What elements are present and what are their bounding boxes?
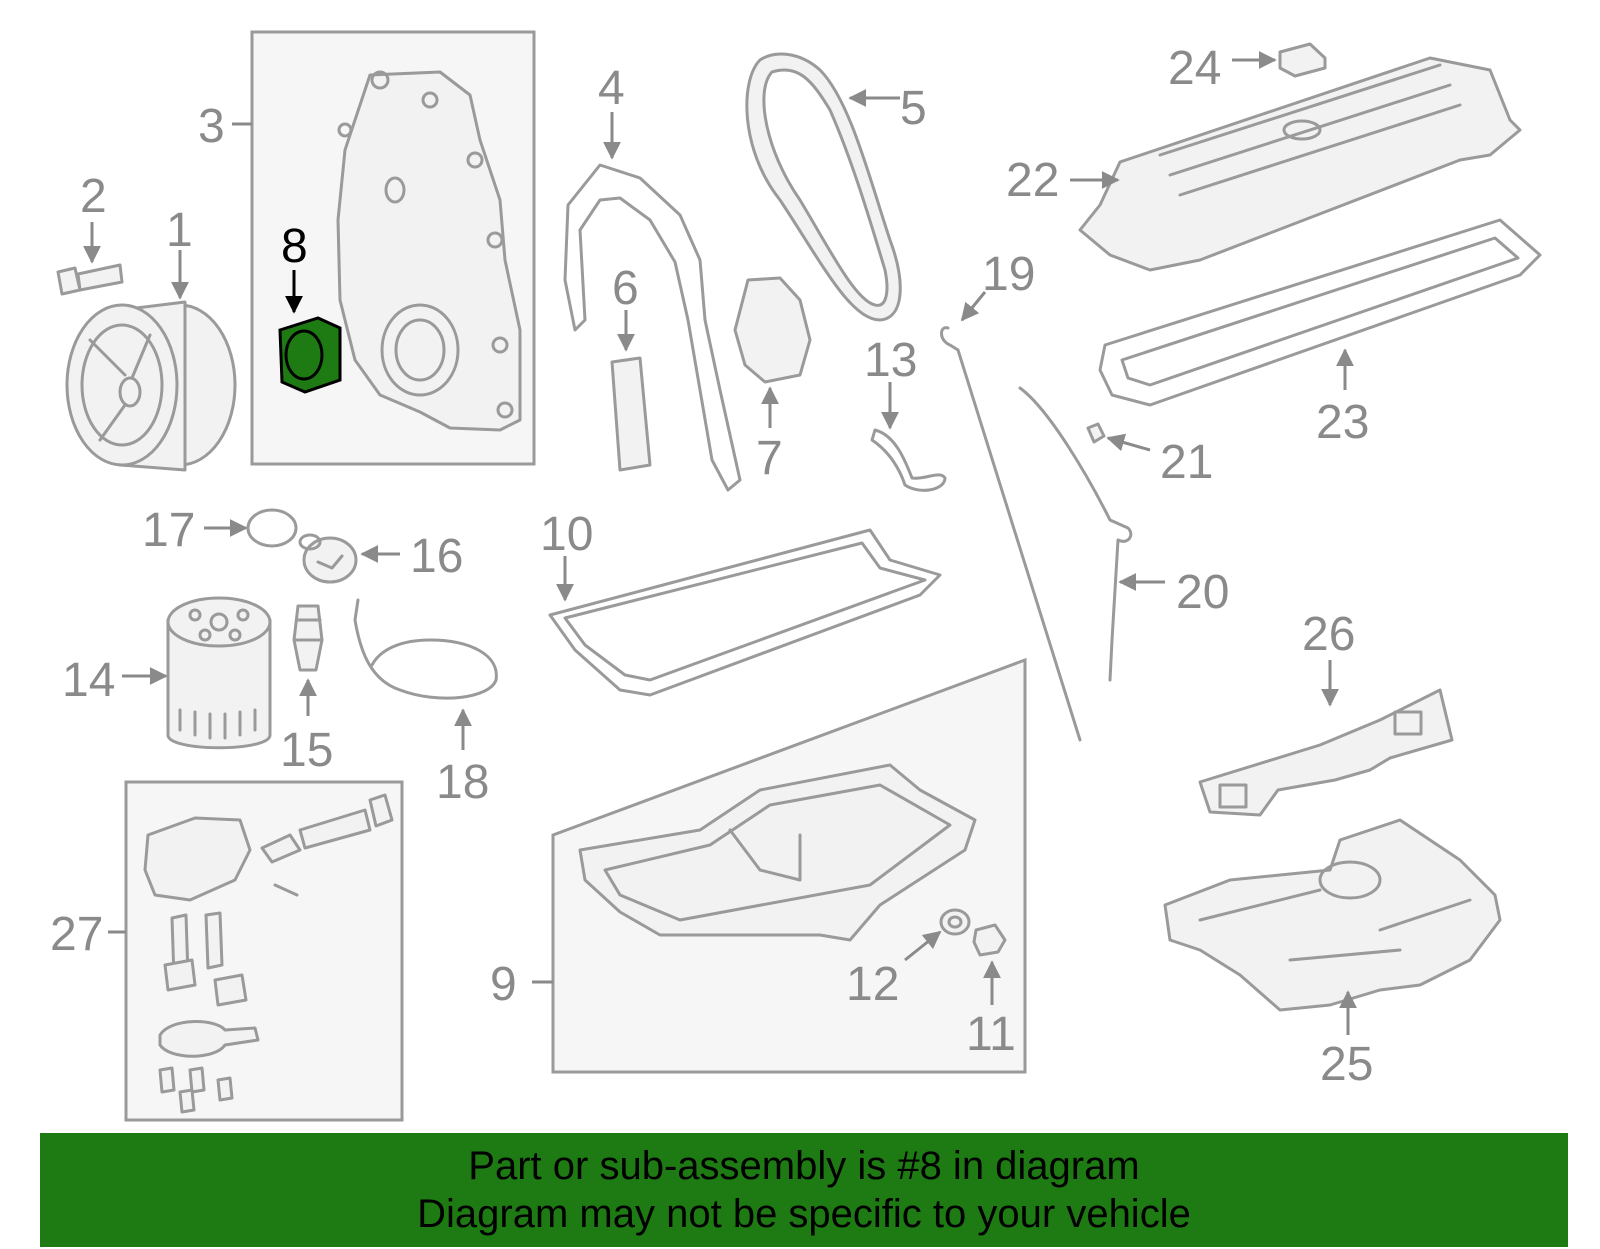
callout-8: 8 (281, 220, 308, 273)
seal-part-13 (870, 428, 947, 492)
banner-line-1: Part or sub-assembly is #8 in diagram (468, 1144, 1140, 1188)
guide-part-6 (610, 356, 652, 472)
callout-22: 22 (1006, 154, 1059, 207)
parts-diagram: 3 8 1 2 4 5 6 7 13 19 20 (50, 30, 1542, 1122)
oil-filter-part-14 (166, 596, 272, 750)
callout-17: 17 (142, 504, 195, 557)
callout-11: 11 (966, 1008, 1016, 1061)
dipstick-part-19 (940, 326, 1082, 742)
tensioner-part-7 (733, 276, 812, 384)
callout-12: 12 (846, 958, 899, 1011)
oil-cap-part-24 (1278, 42, 1327, 78)
callout-9: 9 (490, 958, 517, 1011)
dipstick-tube-part-20 (1018, 386, 1133, 682)
callout-16: 16 (410, 530, 463, 583)
banner-line-2: Diagram may not be specific to your vehi… (417, 1192, 1191, 1236)
bolt-part-2 (56, 263, 124, 296)
callout-3: 3 (198, 100, 225, 153)
callout-21: 21 (1160, 436, 1213, 489)
callout-24: 24 (1168, 42, 1221, 95)
callout-18: 18 (436, 756, 489, 809)
manifold-gasket-part-26 (1198, 688, 1454, 817)
callout-26: 26 (1302, 608, 1355, 661)
clip-part-21 (1086, 422, 1106, 444)
drain-plug-part-11 (972, 923, 1007, 957)
filter-adapter-part-16 (298, 533, 358, 584)
intake-manifold-part-25 (1163, 818, 1502, 1012)
timing-chain-part-5 (745, 52, 902, 322)
valve-cover-part-22 (1078, 56, 1522, 272)
timing-gasket-part-4 (563, 163, 742, 492)
callout-14: 14 (62, 654, 115, 707)
callout-5: 5 (900, 82, 927, 135)
callout-15: 15 (280, 724, 333, 777)
callout-27: 27 (50, 908, 103, 961)
harness-part-18 (353, 598, 498, 700)
callout-4: 4 (598, 62, 625, 115)
pulley-part-1 (65, 300, 237, 472)
callout-1: 1 (166, 204, 193, 257)
oil-pan-gasket-part-10 (548, 528, 942, 697)
valve-cover-gasket-part-23 (1098, 218, 1542, 407)
washer-part-12 (939, 908, 971, 936)
callout-6: 6 (612, 262, 639, 315)
info-banner: Part or sub-assembly is #8 in diagram Di… (40, 1133, 1568, 1247)
sensor-part-15 (292, 604, 324, 672)
callout-25: 25 (1320, 1038, 1373, 1091)
oil-fill-port (1282, 119, 1322, 141)
callout-13: 13 (864, 334, 917, 387)
oil-pan-part-9 (578, 763, 977, 942)
callout-7: 7 (756, 432, 783, 485)
oil-pump-kit-part-27 (143, 793, 394, 1114)
callout-19: 19 (982, 248, 1035, 301)
highlighted-seal-part-8 (278, 316, 342, 394)
o-ring-part-17 (246, 508, 298, 548)
callout-2: 2 (80, 170, 107, 223)
timing-cover-illustration (336, 70, 522, 432)
callout-23: 23 (1316, 396, 1369, 449)
callout-10: 10 (540, 508, 593, 561)
callout-20: 20 (1176, 566, 1229, 619)
